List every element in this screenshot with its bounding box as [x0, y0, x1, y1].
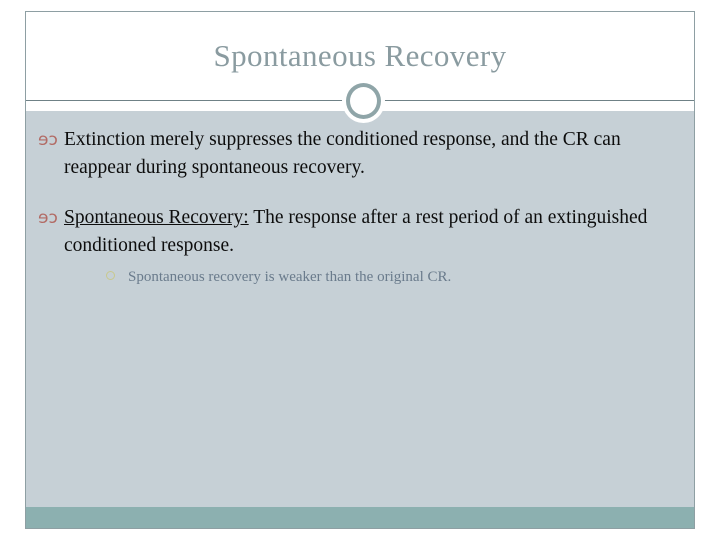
- sub-list-item: Spontaneous recovery is weaker than the …: [64, 266, 672, 288]
- list-item: ɘɔ Extinction merely suppresses the condi…: [34, 126, 672, 182]
- list-item-text: Extinction merely suppresses the conditi…: [64, 129, 621, 178]
- slide-content: ɘɔ Extinction merely suppresses the condi…: [26, 111, 694, 310]
- list-item-text: The response after a rest period of an e…: [64, 207, 648, 256]
- page-title: Spontaneous Recovery: [213, 38, 507, 73]
- list-item-lead-term: Spontaneous Recovery:: [64, 207, 249, 228]
- list-item: ɘɔ Spontaneous Recovery: The response aft…: [34, 204, 672, 288]
- circle-outline-icon: [106, 271, 115, 280]
- sub-list-item-text: Spontaneous recovery is weaker than the …: [128, 269, 452, 285]
- slide: Spontaneous Recovery ɘɔ Extinction merely…: [25, 11, 695, 529]
- bullet-marker-icon: ɘɔ: [38, 208, 58, 228]
- bullet-marker-icon: ɘɔ: [38, 130, 58, 150]
- body-band: [26, 111, 694, 509]
- footer-bar: [26, 507, 694, 528]
- ring-icon: [346, 83, 381, 119]
